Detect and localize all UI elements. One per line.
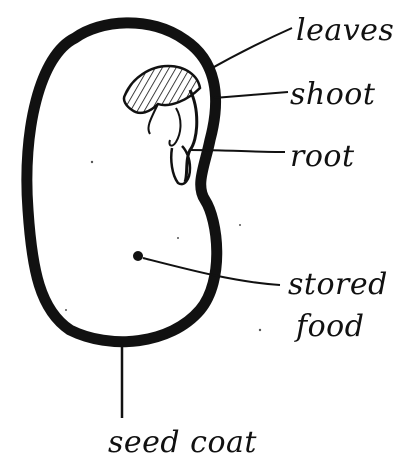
stored-food-label-line1: stored (288, 267, 388, 302)
speck (177, 237, 179, 239)
speck (239, 224, 241, 226)
leaves-label: leaves (296, 13, 394, 48)
speck (65, 309, 67, 311)
speck (259, 329, 261, 331)
stored-food-dot (133, 251, 143, 261)
stored-food-label-line2: food (294, 309, 364, 344)
embryo-leaves (124, 66, 200, 113)
embryo-stem-inner (169, 108, 180, 146)
speck (91, 161, 93, 163)
shoot-leader-line (214, 92, 288, 98)
root-label: root (290, 139, 355, 174)
shoot-label: shoot (290, 77, 376, 112)
seed-coat-label: seed coat (108, 425, 257, 460)
leaves-leader-line (205, 28, 292, 72)
